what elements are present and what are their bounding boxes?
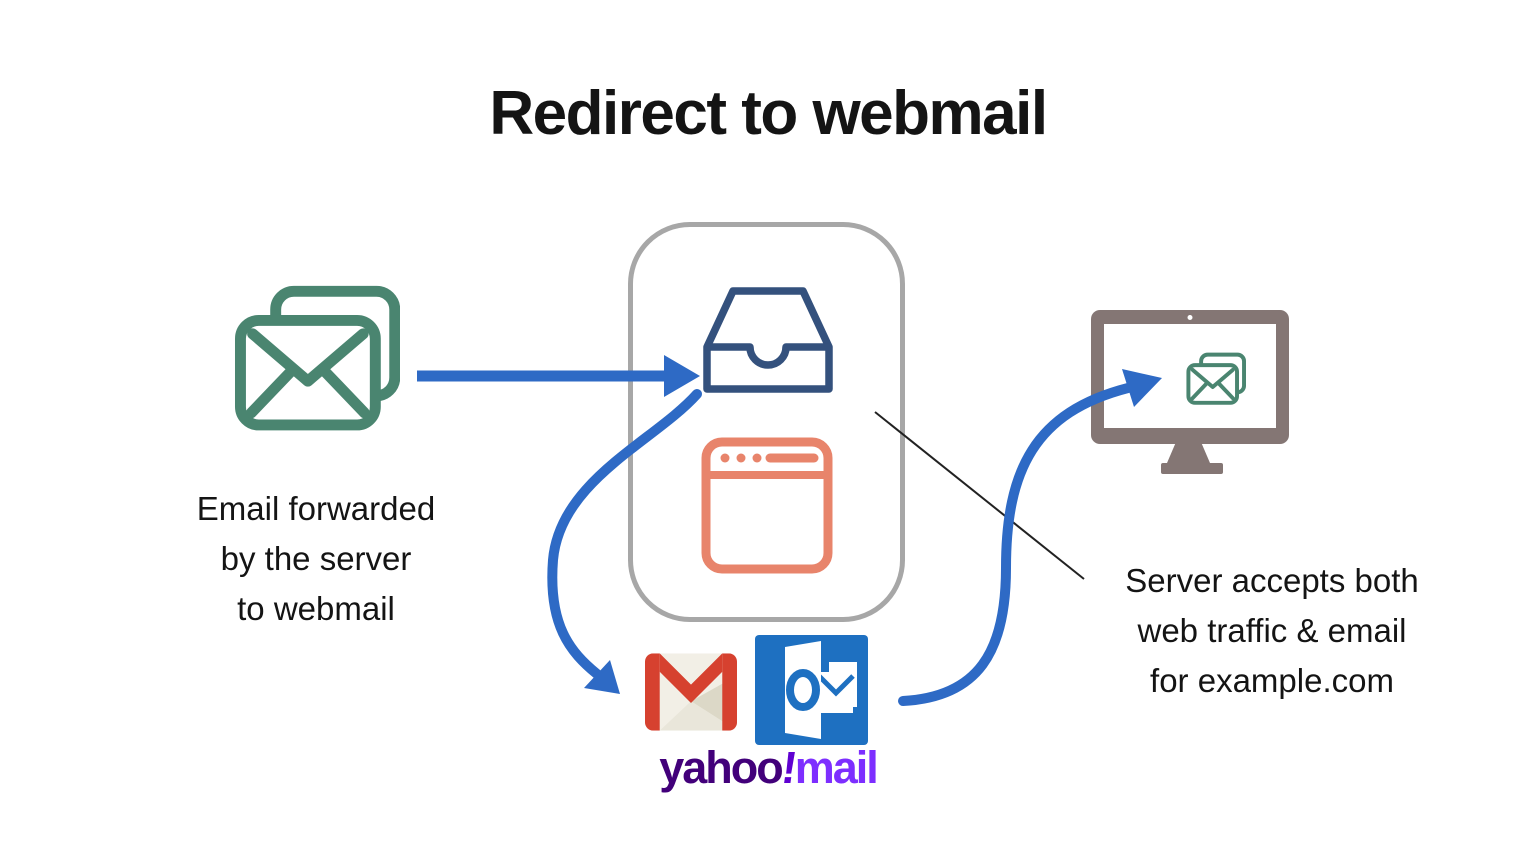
yahoo-logo-text: yahoo: [659, 742, 784, 793]
page-title: Redirect to webmail: [489, 79, 1048, 148]
gmail-icon: [645, 653, 737, 731]
server-callout-line: [874, 411, 1085, 580]
left-caption-line3: to webmail: [237, 590, 395, 627]
yahoo-logo-mail: mail: [794, 742, 879, 793]
right-caption-line2: web traffic & email: [1137, 612, 1407, 649]
inbox-tray-icon: [703, 287, 833, 393]
yahoo-mail-logo: yahoo!mail: [640, 742, 896, 794]
outlook-icon: [755, 635, 868, 745]
webmail-envelope-icon: [1186, 352, 1246, 405]
right-caption-line3: for example.com: [1150, 662, 1394, 699]
double-envelope-icon: [234, 284, 400, 431]
browser-window-icon: [701, 437, 833, 574]
left-caption-line2: by the server: [220, 540, 412, 577]
right-caption-line1: Server accepts both: [1125, 562, 1419, 599]
left-caption: Email forwarded by the server to webmail: [116, 484, 516, 634]
left-caption-line1: Email forwarded: [196, 490, 436, 527]
right-caption: Server accepts both web traffic & email …: [1062, 556, 1482, 706]
